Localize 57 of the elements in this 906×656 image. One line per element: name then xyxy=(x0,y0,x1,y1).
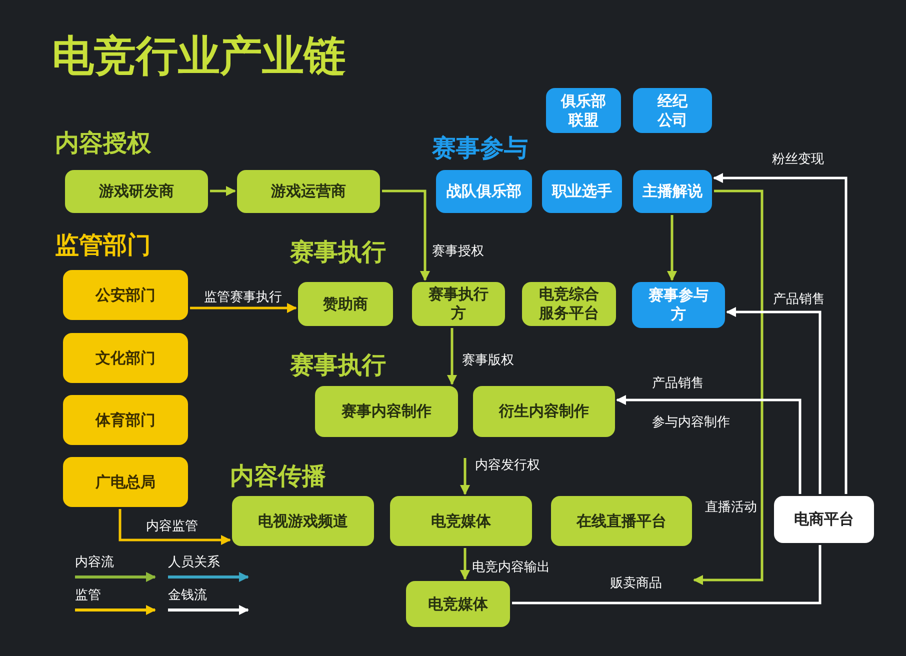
edge-label: 产品销售 xyxy=(773,291,825,308)
title: 电竞行业产业链 xyxy=(52,30,346,82)
section-heading: 监管部门 xyxy=(55,230,151,261)
edge-label: 直播活动 xyxy=(705,499,757,516)
legend-label: 内容流 xyxy=(75,554,114,571)
edge-label: 监管赛事执行 xyxy=(204,289,282,306)
participant-box: 俱乐部联盟 xyxy=(546,88,621,133)
edge-label: 赛事授权 xyxy=(432,243,484,260)
section-heading: 赛事执行 xyxy=(290,237,386,268)
arrow xyxy=(693,190,764,585)
authority-box: 公安部门 xyxy=(63,270,188,320)
legend-label: 监管 xyxy=(75,587,101,604)
authority-box: 广电总局 xyxy=(63,457,188,507)
participant-box: 主播解说 xyxy=(633,170,712,213)
edge-label: 粉丝变现 xyxy=(772,151,824,168)
section-heading: 内容授权 xyxy=(55,128,151,159)
participant-box: 职业选手 xyxy=(542,170,622,213)
process-box: 在线直播平台 xyxy=(551,496,692,546)
edge-label: 赛事版权 xyxy=(462,352,514,369)
participant-box: 赛事参与方 xyxy=(632,282,725,328)
arrow xyxy=(713,173,848,494)
participant-box: 经纪公司 xyxy=(633,88,712,133)
platform-box: 电商平台 xyxy=(774,496,874,543)
participant-box: 战队俱乐部 xyxy=(436,170,532,213)
edge-label: 贩卖商品 xyxy=(610,575,662,592)
authority-box: 文化部门 xyxy=(63,333,188,383)
arrow xyxy=(210,186,236,196)
process-box: 游戏研发商 xyxy=(65,170,208,213)
arrow xyxy=(667,215,677,281)
authority-box: 体育部门 xyxy=(63,395,188,445)
arrow xyxy=(447,328,457,385)
process-box: 电竞媒体 xyxy=(390,496,532,546)
process-box: 游戏运营商 xyxy=(237,170,380,213)
edge-label: 产品销售 xyxy=(652,375,704,392)
legend-label: 人员关系 xyxy=(168,554,220,571)
process-box: 衍生内容制作 xyxy=(473,386,615,437)
section-heading: 赛事参与 xyxy=(432,133,528,164)
arrow xyxy=(190,303,297,313)
arrow xyxy=(460,458,470,495)
process-box: 电竞媒体 xyxy=(406,581,510,627)
process-box: 赛事执行方 xyxy=(412,282,505,326)
section-heading: 赛事执行 xyxy=(290,350,386,381)
section-heading: 内容传播 xyxy=(230,461,326,492)
edge-label: 内容发行权 xyxy=(475,457,540,474)
process-box: 电视游戏频道 xyxy=(232,496,374,546)
arrow xyxy=(726,307,822,494)
arrow xyxy=(382,190,430,281)
process-box: 赛事内容制作 xyxy=(315,386,458,437)
edge-label: 内容监管 xyxy=(146,518,198,535)
process-box: 赞助商 xyxy=(298,282,393,326)
note-text: 参与内容制作 xyxy=(652,414,730,431)
arrow xyxy=(118,509,231,545)
edge-label: 电竞内容输出 xyxy=(472,559,550,576)
arrow xyxy=(460,548,470,580)
arrow xyxy=(616,395,802,494)
legend-label: 金钱流 xyxy=(168,587,207,604)
process-box: 电竞综合服务平台 xyxy=(522,282,616,326)
